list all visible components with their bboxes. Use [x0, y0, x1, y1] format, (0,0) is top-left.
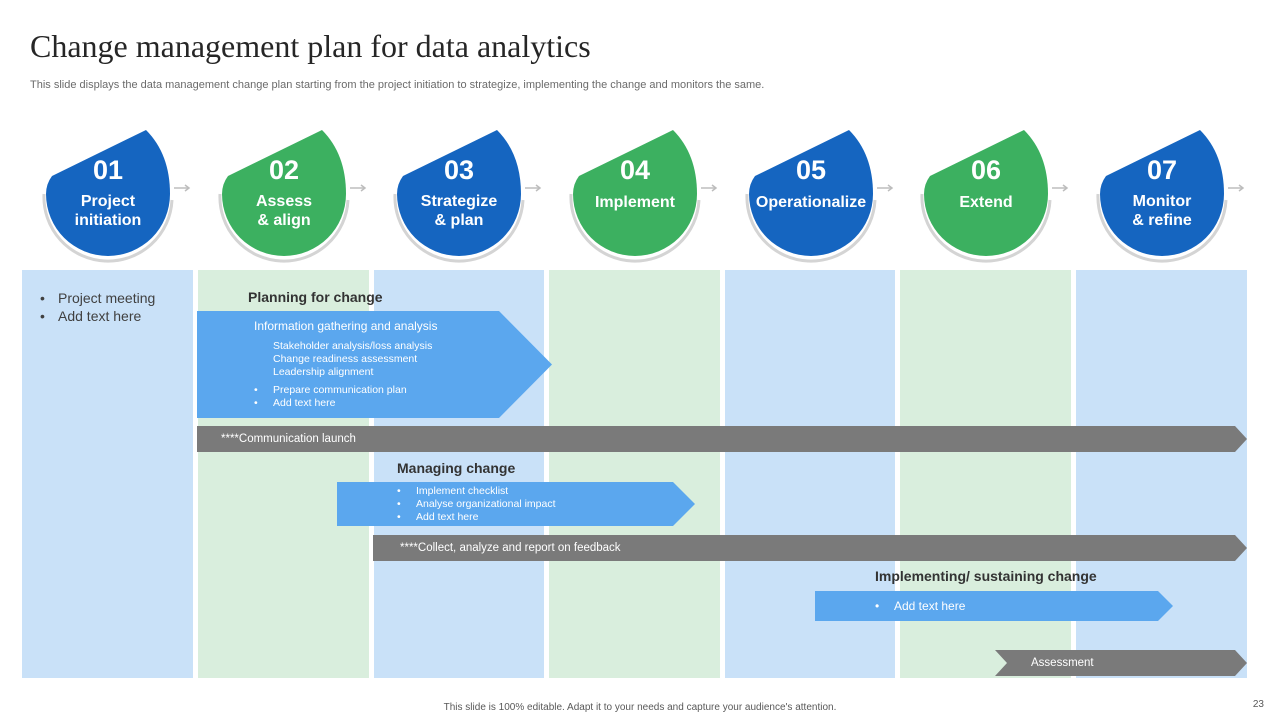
- stage-label: Project initiation: [74, 193, 142, 229]
- list-item: Leadership alignment: [273, 366, 374, 378]
- list-item: Add text here: [875, 600, 965, 614]
- assessment-bar: Assessment: [995, 650, 1247, 676]
- planning-bullet-list: Prepare communication plan Add text here: [254, 384, 407, 410]
- planning-arrow: Information gathering and analysis Stake…: [197, 311, 553, 418]
- stage-label: Operationalize: [755, 194, 867, 211]
- feedback-bar: ****Collect, analyze and report on feedb…: [373, 535, 1247, 561]
- communication-bar-shape: [197, 426, 1247, 452]
- stage-badge-shape: [745, 130, 894, 263]
- stage-badge-shape: [393, 130, 542, 263]
- stage-number: 05: [795, 155, 827, 185]
- stage-number: 07: [1146, 155, 1178, 185]
- stage-badge-shape: [42, 130, 191, 263]
- list-item: Project meeting: [40, 289, 155, 307]
- planning-subheading: Information gathering and analysis: [254, 319, 438, 333]
- stage-badge-shape: [1096, 130, 1245, 263]
- slide-footer: This slide is 100% editable. Adapt it to…: [443, 702, 837, 713]
- implementing-arrow-shape: [815, 591, 1173, 621]
- planning-heading: Planning for change: [248, 289, 383, 305]
- list-item: Add text here: [397, 511, 556, 524]
- implementing-arrow: Add text here: [815, 591, 1173, 621]
- stage-label: Monitor & refine: [1132, 193, 1192, 229]
- stage-number: 03: [443, 155, 475, 185]
- list-item: Stakeholder analysis/loss analysis: [273, 340, 433, 352]
- list-item: Prepare communication plan: [254, 384, 407, 397]
- list-item: Implement checklist: [397, 485, 556, 498]
- stage-label: Implement: [594, 194, 675, 211]
- project-initiation-list: Project meeting Add text here: [40, 289, 155, 325]
- assessment-bar-label: Assessment: [1031, 657, 1094, 669]
- list-item: Analyse organizational impact: [397, 498, 556, 511]
- slide-title: Change management plan for data analytic…: [30, 28, 591, 64]
- managing-bullet-list: Implement checklist Analyse organization…: [397, 485, 556, 524]
- column-implement: [549, 270, 720, 678]
- stage-badge-shape: [920, 130, 1069, 263]
- feedback-bar-shape: [373, 535, 1247, 561]
- page-number: 23: [1252, 699, 1264, 710]
- stage-number: 04: [619, 155, 651, 185]
- stage-label: Strategize & plan: [420, 193, 498, 229]
- stage-label: Assess & align: [255, 193, 313, 229]
- stage-number: 06: [970, 155, 1002, 185]
- communication-launch-bar: ****Communication launch: [197, 426, 1247, 452]
- planning-plain-list: Stakeholder analysis/loss analysis Chang…: [273, 340, 432, 379]
- list-item: Change readiness assessment: [273, 353, 418, 365]
- implementing-bullet-list: Add text here: [875, 600, 965, 614]
- communication-bar-label: ****Communication launch: [221, 433, 356, 445]
- stage-number: 02: [268, 155, 300, 185]
- stage-number: 01: [92, 155, 124, 185]
- implementing-heading: Implementing/ sustaining change: [875, 568, 1097, 584]
- stage-badge-shape: [569, 130, 718, 263]
- feedback-bar-label: ****Collect, analyze and report on feedb…: [400, 542, 621, 554]
- managing-heading: Managing change: [397, 460, 516, 476]
- list-item: Add text here: [40, 307, 155, 325]
- managing-arrow: Implement checklist Analyse organization…: [337, 482, 695, 526]
- column-project-initiation: [22, 270, 193, 678]
- assessment-bar-shape: [995, 650, 1247, 676]
- list-item: Add text here: [254, 397, 407, 410]
- slide-subtitle: This slide displays the data management …: [30, 79, 765, 91]
- stage-badge-shape: [218, 130, 367, 263]
- stage-label: Extend: [959, 194, 1013, 211]
